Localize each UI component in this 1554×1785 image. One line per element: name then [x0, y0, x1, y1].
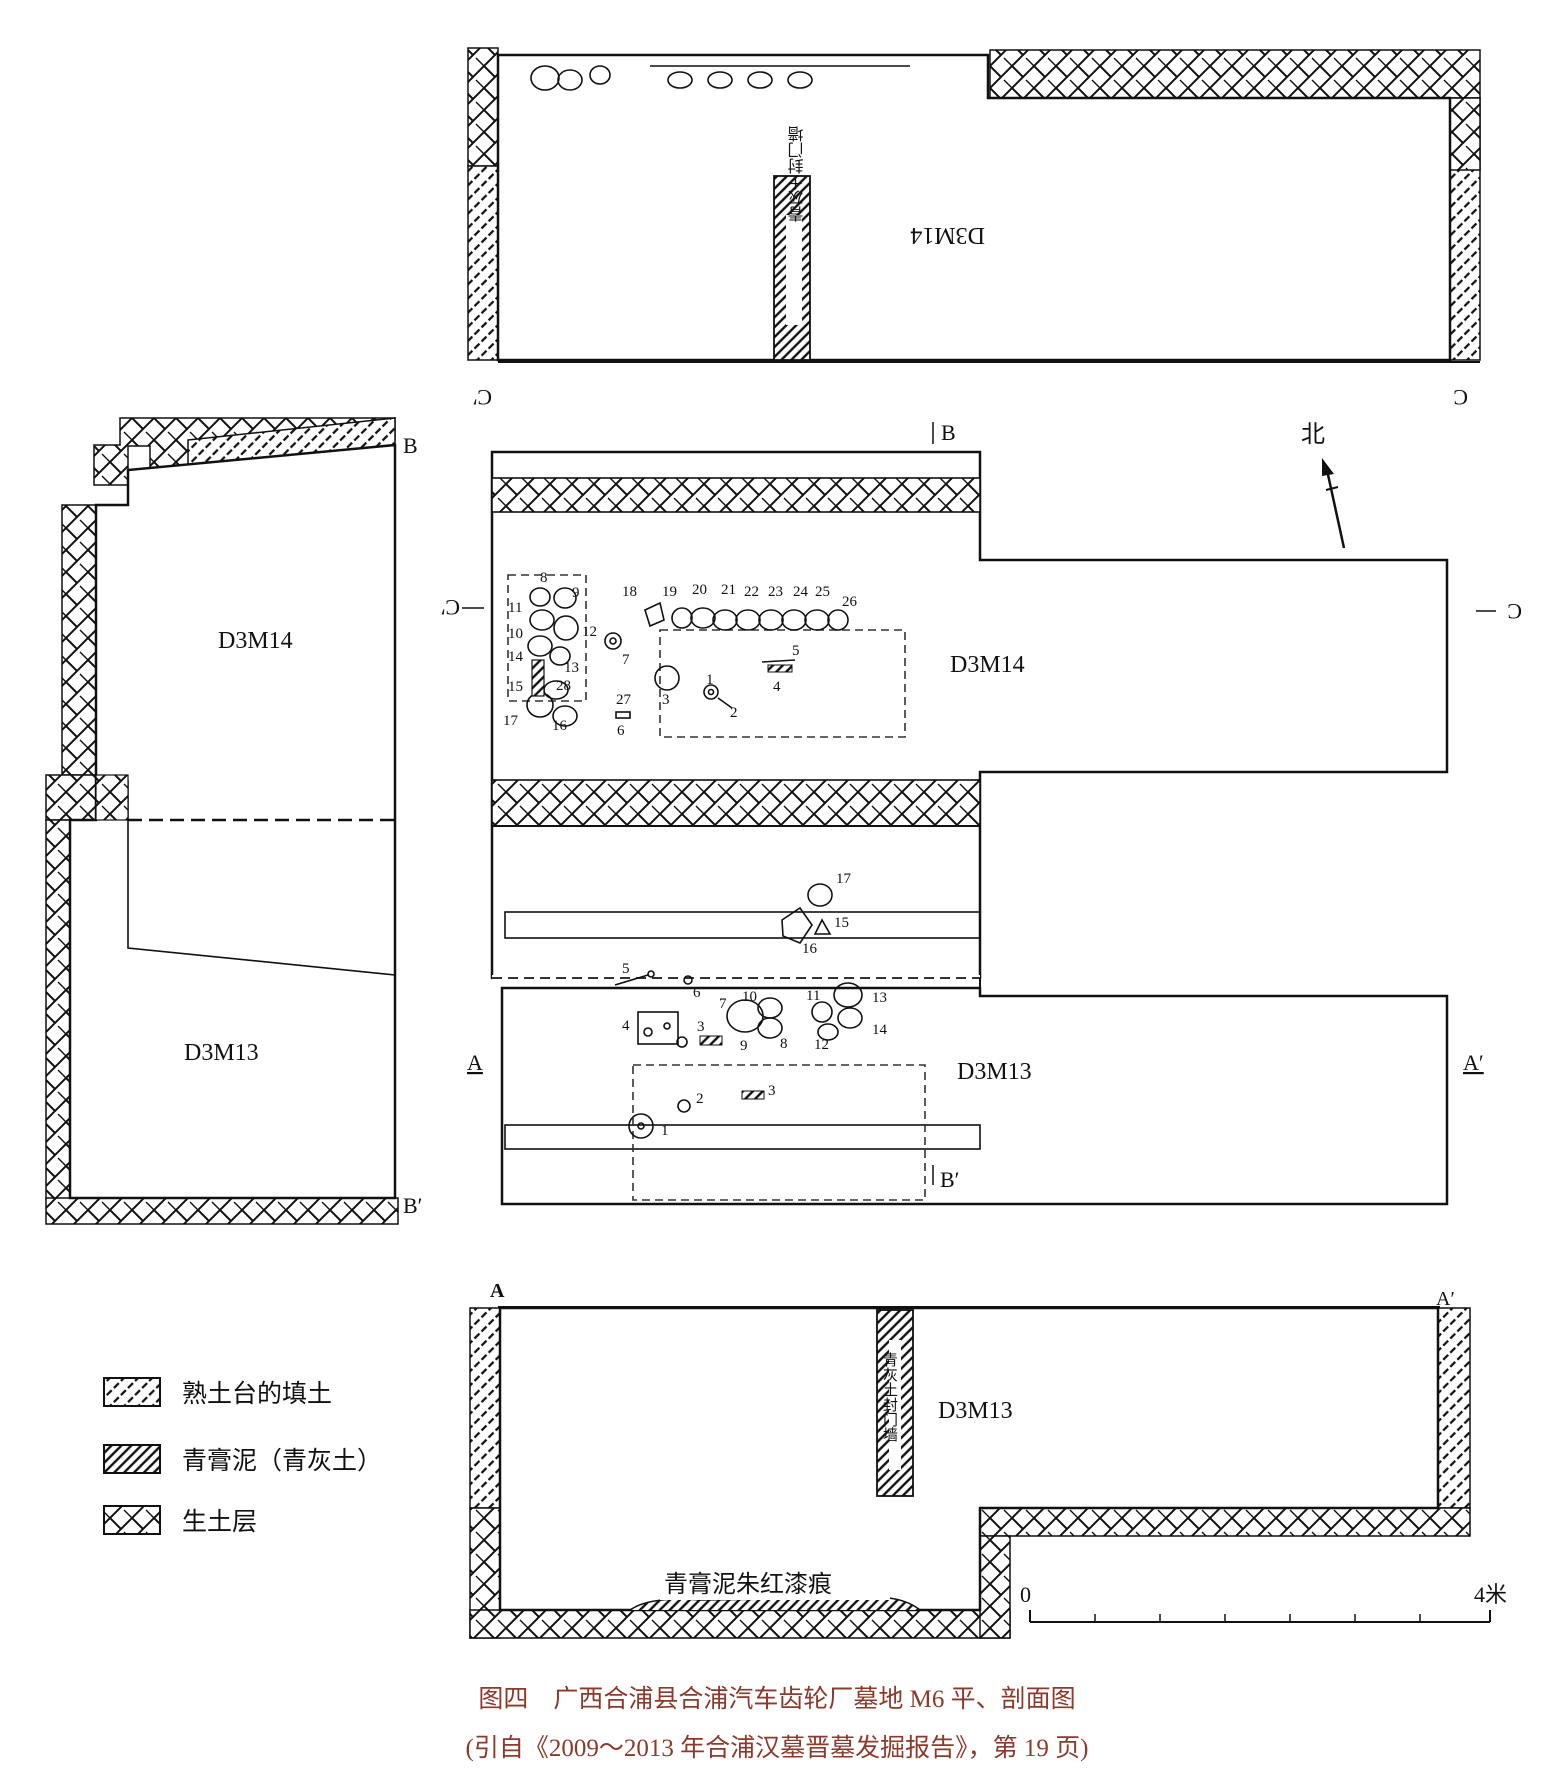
find-number-label: 11: [806, 988, 820, 1004]
find-number-label: 15: [508, 679, 523, 695]
find-number-label: 27: [616, 692, 632, 708]
find-number-label: 1: [661, 1123, 669, 1139]
section-mark-c-prime-plan: C′: [441, 595, 461, 620]
find-number-label: 14: [872, 1022, 888, 1038]
section-mark-a-prime-plan: A′: [1463, 1050, 1484, 1075]
section-c: D3M14 青灰土封门墙 C′ C: [467, 47, 1481, 410]
lacquer-trace-label: 青膏泥朱红漆痕: [664, 1571, 832, 1598]
find-number-label: 5: [622, 961, 630, 977]
find-number-label: 7: [719, 996, 727, 1012]
find-number-label: 6: [693, 985, 701, 1001]
find-number-label: 17: [836, 871, 852, 887]
find-number-label: 13: [872, 990, 887, 1006]
section-mark-b-plan: B: [941, 420, 956, 445]
find-number-label: 22: [744, 584, 759, 600]
tomb-label-d3m13-section: D3M13: [938, 1398, 1013, 1424]
svg-text:青膏泥（青灰土）: 青膏泥（青灰土）: [182, 1447, 382, 1475]
find-number-label: 4: [622, 1018, 630, 1034]
figure-source: (引自《2009～2013 年合浦汉墓晋墓发掘报告》，第 19 页): [466, 1734, 1089, 1762]
find-number-label: 18: [622, 584, 637, 600]
find-number-label: 8: [540, 570, 548, 586]
legend-item-clay: 青膏泥（青灰土）: [103, 1444, 382, 1475]
section-b: D3M14 D3M13 B B′: [45, 417, 423, 1225]
legend: 熟土台的填土 青膏泥（青灰土） 生土层: [103, 1377, 382, 1536]
section-a: 青灰土封门墙 D3M13 青膏泥朱红漆痕 A A′: [469, 1280, 1471, 1639]
find-number-label: 24: [793, 584, 809, 600]
sealing-wall-label-lower: 青灰土封门墙: [881, 1352, 898, 1442]
north-label: 北: [1301, 421, 1325, 448]
find-number-label: 4: [773, 679, 781, 695]
find-number-label: 12: [582, 624, 597, 640]
sealing-wall-label-upper: 青灰土封门墙: [788, 126, 807, 222]
find-number-label: 3: [697, 1019, 705, 1035]
finds-cluster-section-c: [530, 65, 910, 91]
find-number-label: 2: [696, 1091, 704, 1107]
legend-item-fill: 熟土台的填土: [103, 1377, 332, 1408]
find-number-label: 11: [508, 600, 522, 616]
find-number-label: 3: [768, 1083, 776, 1099]
section-mark-b-prime-plan: B′: [940, 1167, 960, 1192]
find-number-label: 2: [730, 705, 738, 721]
svg-text:生土层: 生土层: [182, 1508, 257, 1536]
section-mark-a-prime-bottom: A′: [1436, 1288, 1455, 1310]
find-number-label: 16: [552, 718, 568, 734]
find-number-label: 14: [508, 649, 524, 665]
legend-item-natural-soil: 生土层: [103, 1505, 257, 1536]
find-number-label: 3: [662, 692, 670, 708]
section-mark-a-plan: A: [467, 1050, 483, 1075]
plan-view: D3M14 D3M13 B B′ A A′ C′ C 北: [441, 420, 1522, 1206]
find-number-label: 9: [572, 585, 580, 601]
finds-d3m13: 1 2 3 3 4 5 6 7 8 9 10 11 12 13 14 15 16…: [614, 871, 888, 1139]
tomb-label-d3m14-plan: D3M14: [950, 652, 1025, 678]
section-mark-a-bottom: A: [490, 1280, 505, 1302]
tomb-label-d3m14-left: D3M14: [218, 628, 293, 654]
scale-start-label: 0: [1020, 1582, 1031, 1607]
find-number-label: 9: [740, 1038, 748, 1054]
svg-text:熟土台的填土: 熟土台的填土: [182, 1380, 332, 1408]
scale-end-label: 4米: [1474, 1582, 1507, 1607]
find-number-label: 6: [617, 723, 625, 739]
find-number-label: 15: [834, 915, 849, 931]
find-number-label: 28: [556, 678, 571, 694]
find-number-label: 20: [692, 582, 707, 598]
find-number-label: 5: [792, 643, 800, 659]
scale-bar: 0 4米: [1020, 1582, 1507, 1623]
tomb-label-d3m13-left: D3M13: [184, 1040, 259, 1066]
section-mark-b-prime-left: B′: [403, 1193, 423, 1218]
tomb-label-d3m13-plan: D3M13: [957, 1059, 1032, 1085]
section-mark-c-prime-top: C′: [473, 385, 493, 410]
north-arrow: 北: [1301, 421, 1346, 549]
find-number-label: 17: [503, 713, 519, 729]
find-number-label: 10: [742, 989, 757, 1005]
tomb-label-d3m14-section: D3M14: [910, 222, 985, 248]
section-mark-c-plan: C: [1507, 599, 1522, 624]
find-number-label: 12: [814, 1037, 829, 1053]
finds-d3m14: 1 2 3 4 5 6 7 8 9 10 11 12 13 14 15 16 1…: [503, 570, 858, 739]
find-number-label: 10: [508, 626, 523, 642]
find-number-label: 16: [802, 941, 818, 957]
find-number-label: 19: [662, 584, 677, 600]
find-number-label: 25: [815, 584, 830, 600]
find-number-label: 23: [768, 584, 783, 600]
figure-caption: 图四 广西合浦县合浦汽车齿轮厂墓地 M6 平、剖面图: [478, 1685, 1075, 1713]
find-number-label: 13: [564, 660, 579, 676]
section-mark-b-left: B: [403, 433, 418, 458]
find-number-label: 26: [842, 594, 858, 610]
find-number-label: 8: [780, 1036, 788, 1052]
find-number-label: 7: [622, 652, 630, 668]
find-number-label: 21: [721, 582, 736, 598]
section-mark-c-top: C: [1453, 385, 1468, 410]
find-number-label: 1: [706, 672, 714, 688]
